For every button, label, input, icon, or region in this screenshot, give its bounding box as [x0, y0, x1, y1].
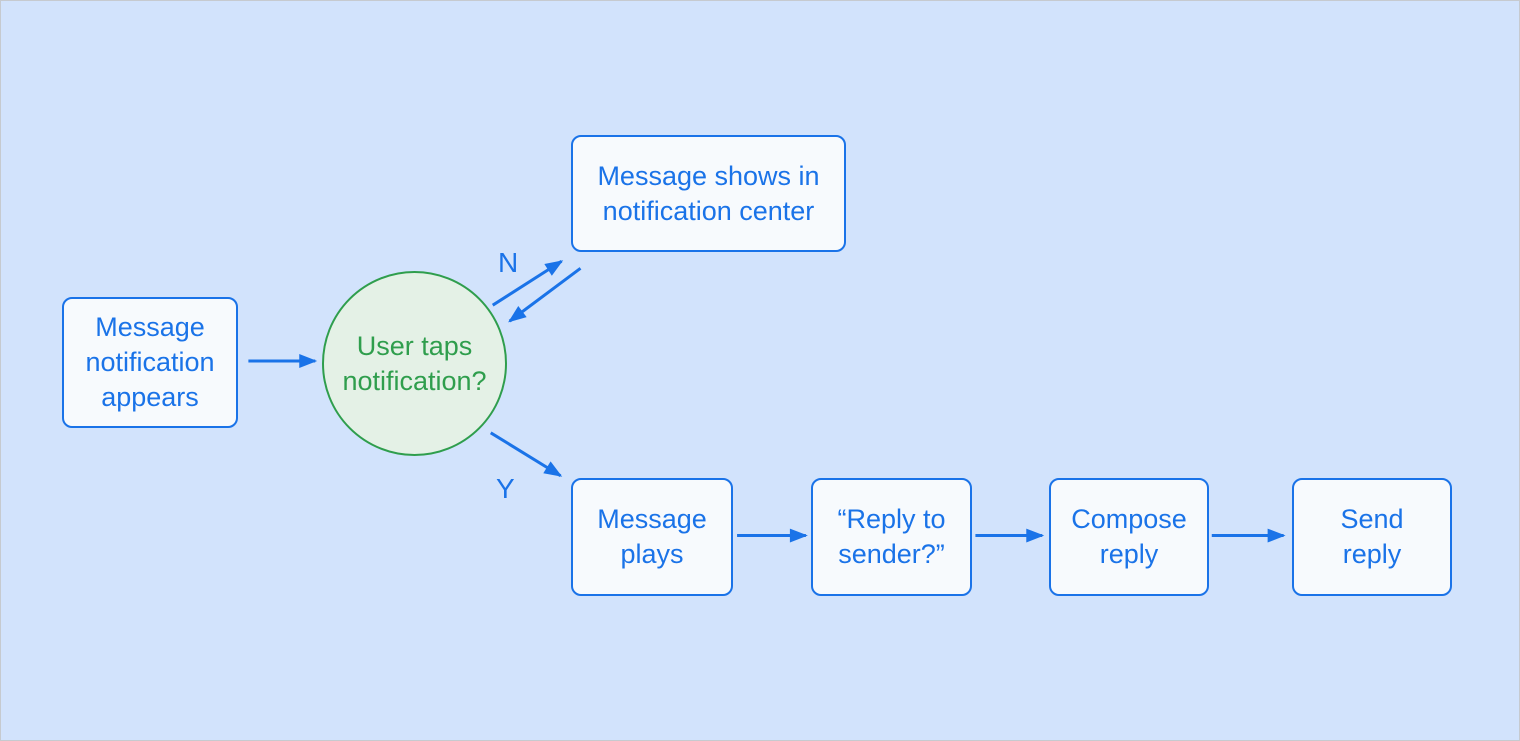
- flow-node-send-reply: Send reply: [1292, 478, 1452, 596]
- flow-node-compose-reply: Compose reply: [1049, 478, 1209, 596]
- edge-label-no: N: [498, 247, 519, 278]
- flow-node-message-notification-appears: Message notification appears: [62, 297, 238, 428]
- decision-node-user-taps-notification: User taps notification?: [322, 271, 507, 456]
- edge-label-yes: Y: [496, 473, 515, 504]
- edge-notification-center-to-decision: [508, 267, 582, 323]
- flow-node-reply-to-sender: “Reply to sender?”: [811, 478, 972, 596]
- flow-node-message-shows-in-notification-center: Message shows in notification center: [571, 135, 846, 252]
- edge-decision-to-message-plays: [489, 431, 563, 477]
- flow-node-message-plays: Message plays: [571, 478, 733, 596]
